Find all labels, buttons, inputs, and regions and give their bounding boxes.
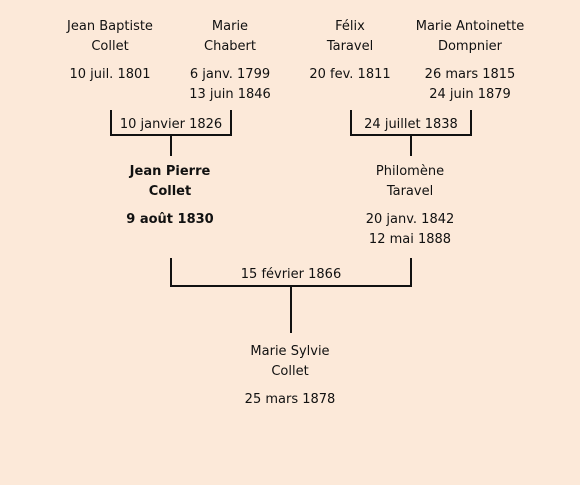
person-birth-date: 26 mars 1815 <box>424 67 516 82</box>
marriage-bracket-bottom <box>350 134 472 136</box>
descent-line <box>290 287 292 333</box>
person-first-name: Félix <box>335 19 365 34</box>
person-birth-date: 20 fev. 1811 <box>309 67 391 82</box>
marriage-bracket-left <box>110 110 112 136</box>
person-last-name: Taravel <box>326 39 374 54</box>
person-first-name: Marie Sylvie <box>250 344 330 359</box>
marriage-bracket-right <box>470 110 472 136</box>
person-death-date: 13 juin 1846 <box>189 87 271 102</box>
person-felix-taravel: Félix Taravel 20 fev. 1811 <box>275 17 425 85</box>
person-last-name: Dompnier <box>437 39 503 54</box>
person-first-name: Jean Baptiste <box>67 19 153 34</box>
person-first-name: Philomène <box>375 164 445 179</box>
marriage-bracket-bottom <box>170 285 412 287</box>
person-marie-antoinette-dompnier: Marie Antoinette Dompnier 26 mars 1815 2… <box>395 17 545 105</box>
descent-line <box>170 136 172 156</box>
marriage-bracket-left <box>350 110 352 136</box>
person-last-name: Taravel <box>386 184 434 199</box>
person-first-name: Jean Pierre <box>129 164 211 179</box>
person-jean-baptiste-collet: Jean Baptiste Collet 10 juil. 1801 <box>35 17 185 85</box>
person-marie-chabert: Marie Chabert 6 janv. 1799 13 juin 1846 <box>155 17 305 105</box>
marriage-bracket-right <box>230 110 232 136</box>
person-birth-date: 20 janv. 1842 <box>365 212 455 227</box>
person-birth-date: 9 août 1830 <box>126 212 214 227</box>
person-last-name: Chabert <box>204 39 256 54</box>
person-death-date: 24 juin 1879 <box>429 87 511 102</box>
marriage-bracket-left <box>170 258 172 287</box>
person-death-date: 12 mai 1888 <box>368 232 452 247</box>
marriage-date-collet-chabert: 10 janvier 1826 <box>119 117 223 132</box>
person-birth-date: 6 janv. 1799 <box>189 67 271 82</box>
person-last-name: Collet <box>91 39 129 54</box>
descent-line <box>410 136 412 156</box>
person-last-name: Collet <box>271 364 309 379</box>
person-birth-date: 10 juil. 1801 <box>69 67 151 82</box>
person-first-name: Marie <box>211 19 249 34</box>
marriage-bracket-bottom <box>110 134 232 136</box>
person-last-name: Collet <box>148 184 192 199</box>
marriage-date-taravel-dompnier: 24 juillet 1838 <box>364 117 458 132</box>
person-birth-date: 25 mars 1878 <box>244 392 336 407</box>
person-jean-pierre-collet: Jean Pierre Collet 9 août 1830 <box>95 162 245 230</box>
person-marie-sylvie-collet: Marie Sylvie Collet 25 mars 1878 <box>215 342 365 410</box>
marriage-date-collet-taravel: 15 février 1866 <box>240 267 342 282</box>
person-philomene-taravel: Philomène Taravel 20 janv. 1842 12 mai 1… <box>335 162 485 250</box>
marriage-bracket-right <box>410 258 412 287</box>
person-first-name: Marie Antoinette <box>415 19 525 34</box>
